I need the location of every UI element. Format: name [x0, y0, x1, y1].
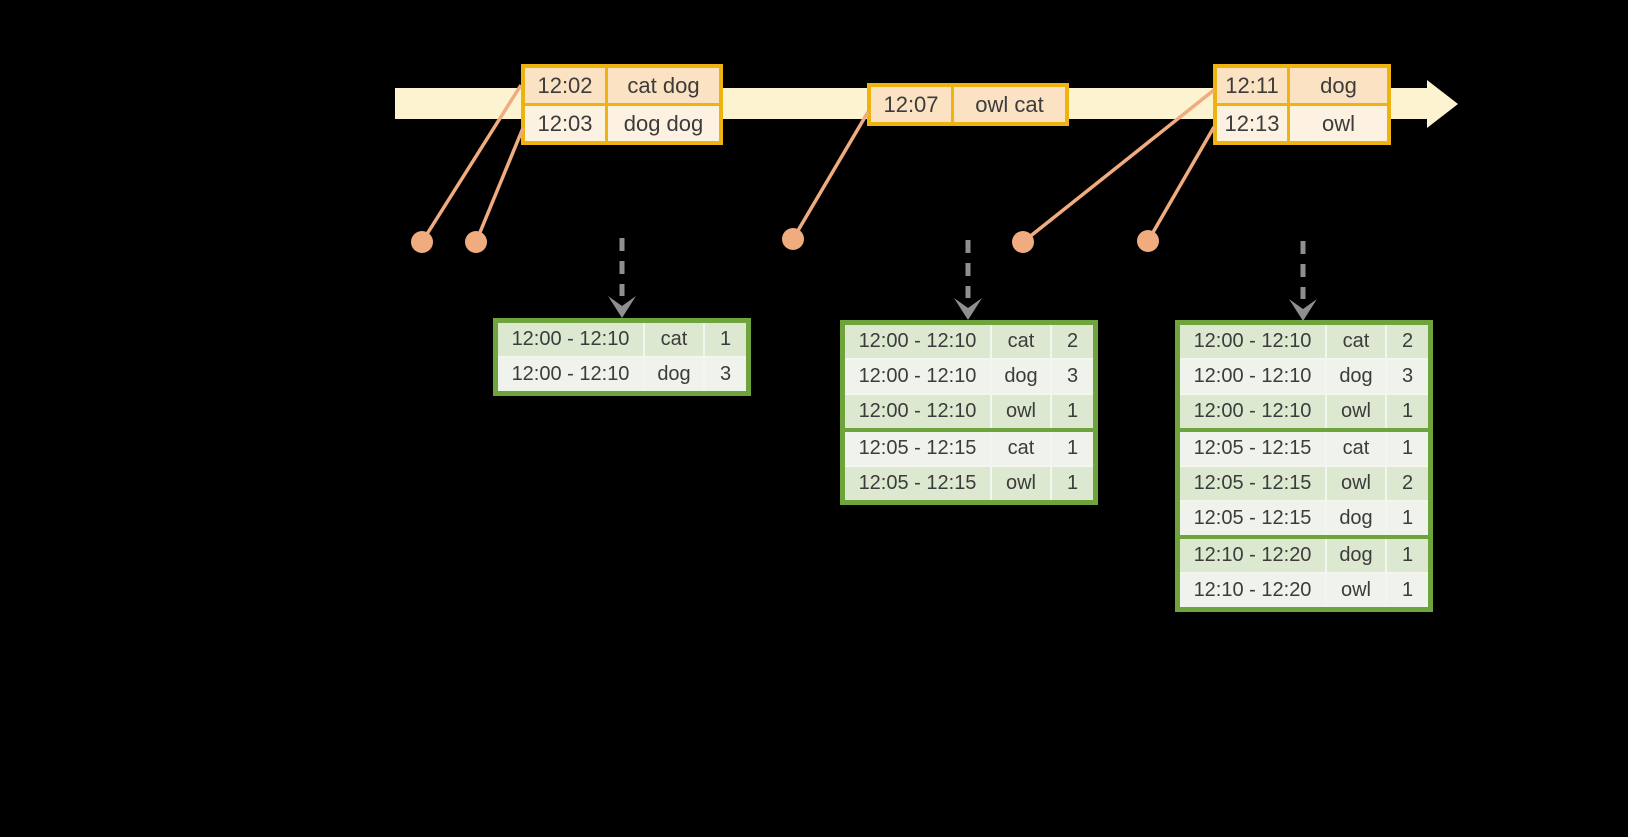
- result-row: 12:05 - 12:15 cat 1: [841, 428, 1097, 467]
- window-cell: 12:00 - 12:10: [1176, 321, 1327, 360]
- word-cell: owl: [990, 393, 1052, 431]
- event-dot: [782, 228, 804, 250]
- result-table-1: 12:00 - 12:10 cat 1 12:00 - 12:10 dog 3: [493, 318, 751, 396]
- word-cell: dog: [990, 358, 1052, 395]
- result-row: 12:00 - 12:10 owl 1: [1176, 393, 1432, 431]
- word-cell: owl: [990, 465, 1052, 504]
- count-cell: 1: [1385, 428, 1432, 467]
- count-cell: 1: [1050, 393, 1097, 431]
- result-row: 12:05 - 12:15 cat 1: [1176, 428, 1432, 467]
- word-cell: cat: [1325, 321, 1387, 360]
- result-table-2: 12:00 - 12:10 cat 2 12:00 - 12:10 dog 3 …: [840, 320, 1098, 505]
- word-cell: dog: [1325, 535, 1387, 574]
- event-time-cell: 12:02: [521, 64, 608, 106]
- input-events-table-2: 12:07 owl cat: [867, 83, 1069, 126]
- window-cell: 12:10 - 12:20: [1176, 535, 1327, 574]
- count-cell: 1: [1385, 572, 1432, 611]
- count-cell: 3: [1050, 358, 1097, 395]
- result-row: 12:00 - 12:10 cat 2: [1176, 321, 1432, 360]
- result-row: 12:00 - 12:10 cat 1: [494, 319, 750, 358]
- word-cell: cat: [990, 428, 1052, 467]
- window-cell: 12:05 - 12:15: [1176, 428, 1327, 467]
- count-cell: 1: [703, 319, 750, 358]
- count-cell: 1: [1050, 428, 1097, 467]
- count-cell: 2: [1385, 465, 1432, 502]
- window-cell: 12:05 - 12:15: [841, 428, 992, 467]
- count-cell: 1: [1385, 535, 1432, 574]
- word-cell: dog: [1325, 500, 1387, 538]
- event-row: 12:02 cat dog: [521, 64, 723, 106]
- word-cell: cat: [990, 321, 1052, 360]
- word-cell: dog: [1325, 358, 1387, 395]
- count-cell: 1: [1385, 500, 1432, 538]
- result-row: 12:05 - 12:15 owl 1: [841, 465, 1097, 504]
- window-cell: 12:00 - 12:10: [841, 358, 992, 395]
- event-dot: [465, 231, 487, 253]
- event-words-cell: cat dog: [605, 64, 723, 106]
- event-words-cell: dog dog: [605, 103, 723, 145]
- input-events-table-1: 12:02 cat dog 12:03 dog dog: [521, 64, 723, 145]
- event-connector-line: [474, 127, 525, 243]
- event-connector-line: [791, 111, 870, 240]
- result-table-3: 12:00 - 12:10 cat 2 12:00 - 12:10 dog 3 …: [1175, 320, 1433, 612]
- trigger-arrowhead-icon: [954, 298, 982, 320]
- event-dot: [1137, 230, 1159, 252]
- word-cell: owl: [1325, 572, 1387, 611]
- result-row: 12:00 - 12:10 dog 3: [494, 356, 750, 395]
- trigger-arrowhead-icon: [608, 296, 636, 318]
- count-cell: 1: [1385, 393, 1432, 431]
- event-connector-line: [1146, 126, 1216, 242]
- result-row: 12:00 - 12:10 cat 2: [841, 321, 1097, 360]
- event-row: 12:13 owl: [1213, 103, 1391, 145]
- window-cell: 12:00 - 12:10: [841, 393, 992, 431]
- result-row: 12:10 - 12:20 dog 1: [1176, 535, 1432, 574]
- input-events-table-3: 12:11 dog 12:13 owl: [1213, 64, 1391, 145]
- event-dot: [1012, 231, 1034, 253]
- event-words-cell: owl cat: [951, 83, 1069, 126]
- count-cell: 3: [1385, 358, 1432, 395]
- window-cell: 12:00 - 12:10: [494, 319, 645, 358]
- count-cell: 2: [1050, 321, 1097, 360]
- word-cell: owl: [1325, 465, 1387, 502]
- window-cell: 12:05 - 12:15: [1176, 465, 1327, 502]
- event-time-cell: 12:13: [1213, 103, 1290, 145]
- trigger-arrowhead-icon: [1289, 299, 1317, 321]
- window-cell: 12:00 - 12:10: [841, 321, 992, 360]
- result-row: 12:00 - 12:10 dog 3: [1176, 358, 1432, 395]
- event-time-cell: 12:03: [521, 103, 608, 145]
- event-words-cell: owl: [1287, 103, 1391, 145]
- event-time-axis-arrowhead-icon: [1427, 80, 1458, 128]
- count-cell: 2: [1385, 321, 1432, 360]
- window-cell: 12:10 - 12:20: [1176, 572, 1327, 611]
- count-cell: 3: [703, 356, 750, 395]
- window-cell: 12:00 - 12:10: [1176, 393, 1327, 431]
- result-row: 12:00 - 12:10 dog 3: [841, 358, 1097, 395]
- event-row: 12:03 dog dog: [521, 103, 723, 145]
- word-cell: owl: [1325, 393, 1387, 431]
- window-cell: 12:05 - 12:15: [841, 465, 992, 504]
- word-cell: dog: [643, 356, 705, 395]
- event-row: 12:11 dog: [1213, 64, 1391, 106]
- count-cell: 1: [1050, 465, 1097, 504]
- event-row: 12:07 owl cat: [867, 83, 1069, 126]
- event-time-cell: 12:07: [867, 83, 954, 126]
- window-cell: 12:05 - 12:15: [1176, 500, 1327, 538]
- result-row: 12:10 - 12:20 owl 1: [1176, 572, 1432, 611]
- word-cell: cat: [1325, 428, 1387, 467]
- word-cell: cat: [643, 319, 705, 358]
- result-row: 12:05 - 12:15 dog 1: [1176, 500, 1432, 538]
- result-row: 12:05 - 12:15 owl 2: [1176, 465, 1432, 502]
- event-words-cell: dog: [1287, 64, 1391, 106]
- event-dot: [411, 231, 433, 253]
- result-row: 12:00 - 12:10 owl 1: [841, 393, 1097, 431]
- event-time-cell: 12:11: [1213, 64, 1290, 106]
- window-cell: 12:00 - 12:10: [1176, 358, 1327, 395]
- window-cell: 12:00 - 12:10: [494, 356, 645, 395]
